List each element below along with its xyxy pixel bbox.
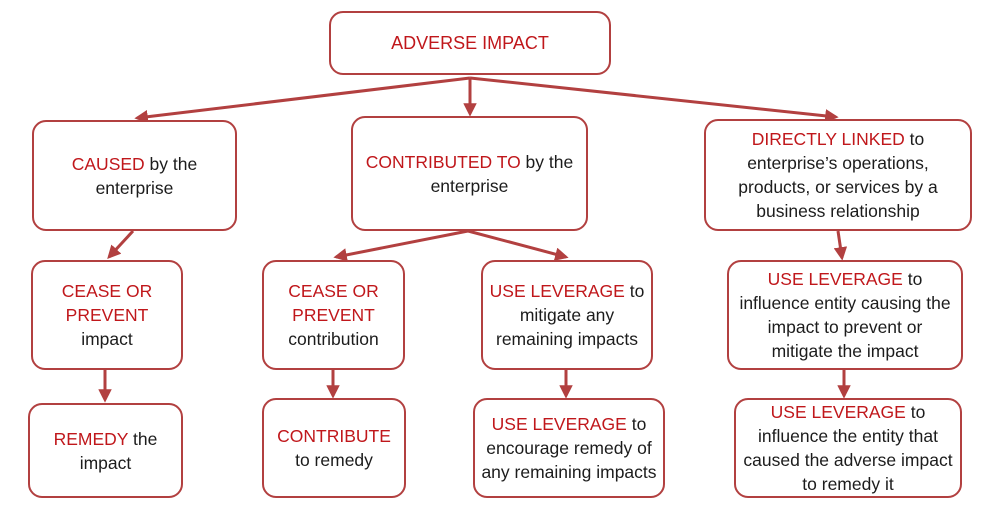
contributed-highlight: CONTRIBUTED TO [365, 151, 521, 172]
remedy-impact-text: the impact [79, 428, 158, 473]
use-leverage-influence-box: USE LEVERAGE to influence entity causing… [727, 260, 963, 370]
cease-prevent-contribution-text: contribution [288, 329, 379, 349]
cease-prevent-impact-highlight: CEASE OR PREVENT [61, 281, 153, 325]
arrow-caused-to-cease [107, 229, 135, 259]
contributed-box: CONTRIBUTED TO by the enterprise [351, 116, 588, 231]
remedy-impact-highlight: REMEDY [53, 428, 129, 449]
use-leverage-mitigate-box: USE LEVERAGE to mitigate any remaining i… [481, 260, 653, 370]
remedy-impact-box: REMEDY the impact [28, 403, 183, 498]
use-leverage-remedy-box: USE LEVERAGE to influence the entity tha… [734, 398, 962, 498]
use-leverage-mitigate-text: to mitigate any remaining impacts [496, 281, 645, 349]
cease-prevent-contribution-highlight: CEASE OR PREVENT [288, 281, 379, 325]
use-leverage-encourage-text: to encourage remedy of any remaining imp… [481, 414, 657, 482]
arrow-contributed-to-cease [333, 229, 469, 262]
arrow-contributed-to-leverage [467, 229, 569, 261]
use-leverage-mitigate-highlight: USE LEVERAGE [489, 281, 625, 301]
cease-prevent-impact-box: CEASE OR PREVENT impact [31, 260, 183, 370]
cease-prevent-contribution-box: CEASE OR PREVENT contribution [262, 260, 405, 370]
adverse-impact-label: ADVERSE IMPACT [391, 33, 549, 53]
cease-prevent-impact-text: impact [81, 329, 133, 349]
contributed-text: by the enterprise [430, 151, 574, 196]
caused-box: CAUSED by the enterprise [32, 120, 237, 231]
directly-linked-text: to enterprise’s operations, products, or… [738, 129, 938, 221]
arrow-root-to-caused [134, 76, 471, 124]
caused-text: by the enterprise [95, 153, 198, 198]
use-leverage-influence-highlight: USE LEVERAGE [767, 269, 903, 289]
caused-highlight: CAUSED [71, 153, 145, 174]
contribute-remedy-highlight: CONTRIBUTE [277, 426, 391, 446]
arrow-linked-to-leverage [833, 230, 848, 261]
use-leverage-encourage-box: USE LEVERAGE to encourage remedy of any … [473, 398, 665, 498]
arrow-root-to-linked [469, 76, 839, 123]
adverse-impact-box: ADVERSE IMPACT [329, 11, 611, 75]
directly-linked-box: DIRECTLY LINKED to enterprise’s operatio… [704, 119, 972, 231]
use-leverage-remedy-text: to influence the entity that caused the … [743, 402, 953, 494]
directly-linked-highlight: DIRECTLY LINKED [751, 129, 905, 149]
use-leverage-encourage-highlight: USE LEVERAGE [491, 414, 627, 434]
contribute-remedy-text: to remedy [295, 450, 373, 470]
contribute-remedy-box: CONTRIBUTE to remedy [262, 398, 406, 498]
use-leverage-influence-text: to influence entity causing the impact t… [739, 269, 951, 361]
use-leverage-remedy-highlight: USE LEVERAGE [770, 402, 906, 422]
